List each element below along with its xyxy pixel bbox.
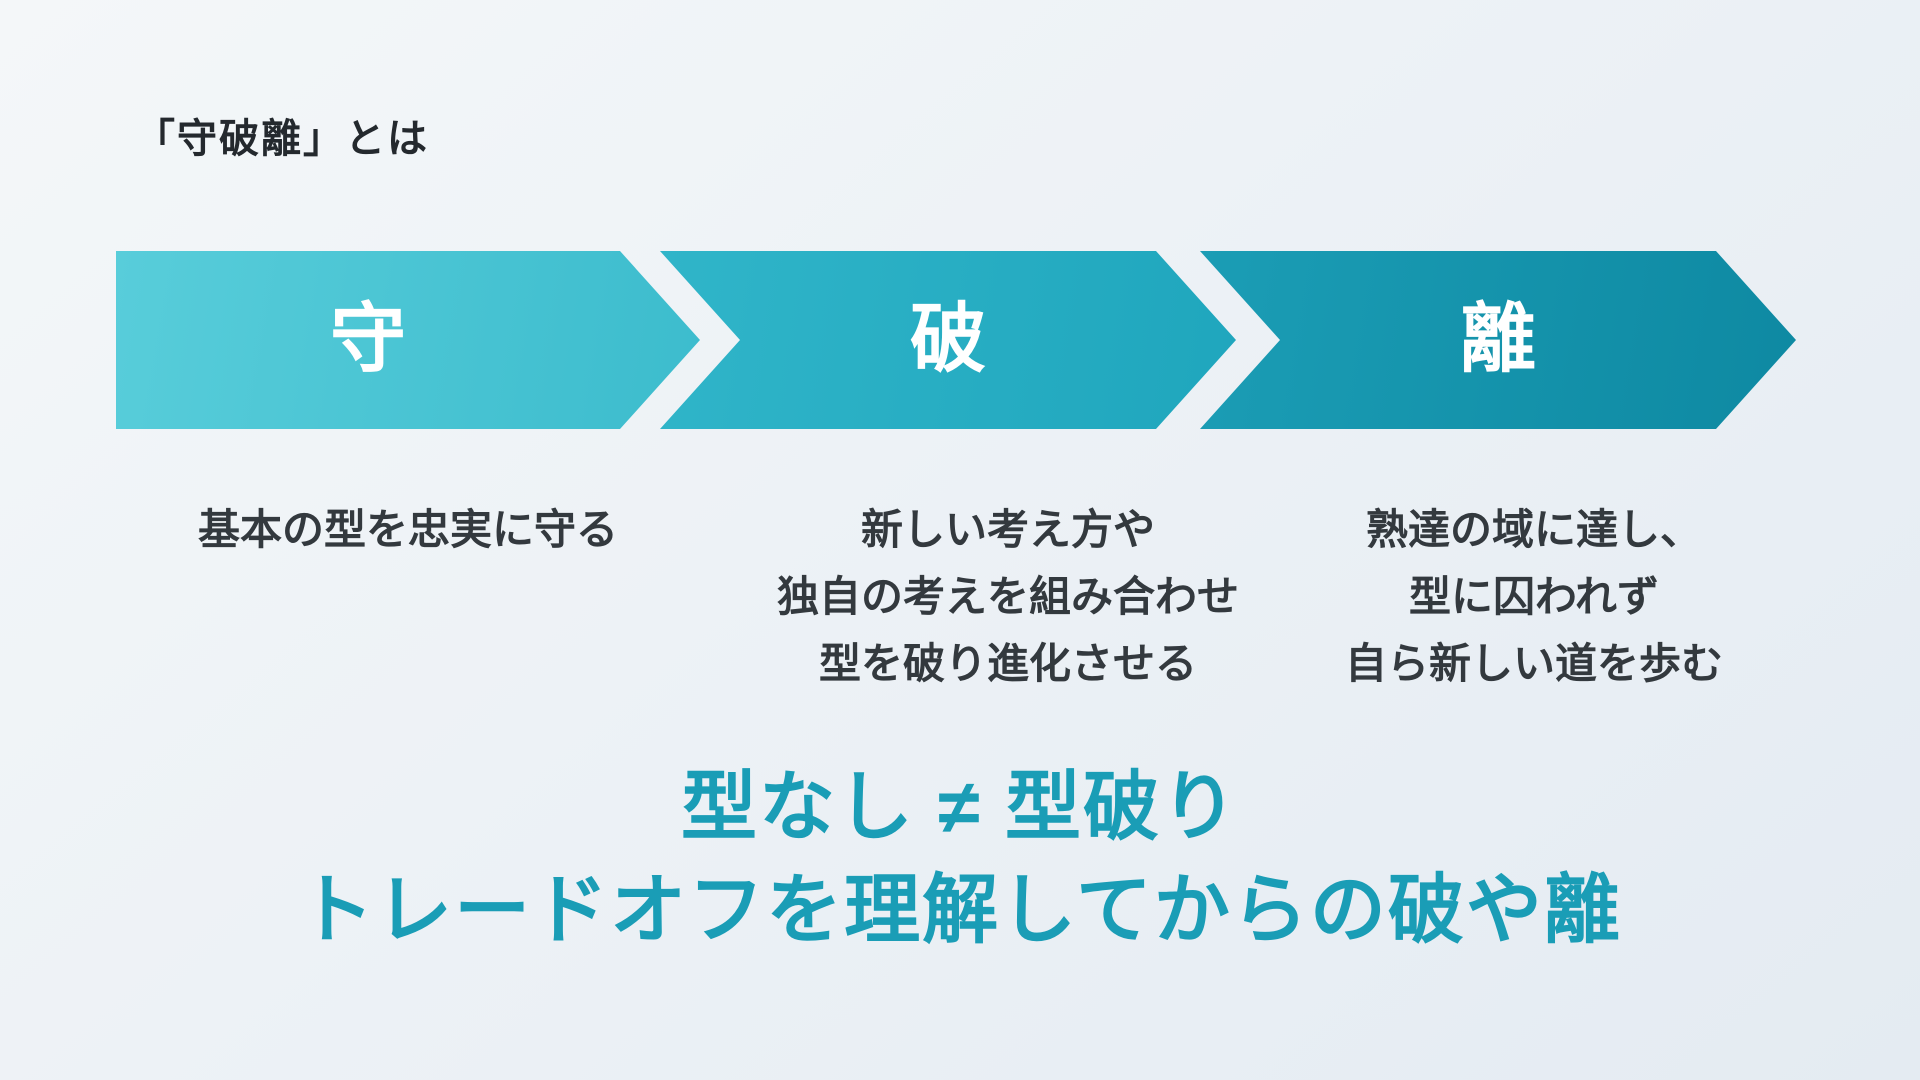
step-label-ha: 破 [910,297,986,382]
step-description-shu: 基本の型を忠実に守る [197,506,618,553]
step-description-ri: 熟達の域に達し、型に囚われず自ら新しい道を歩む [1344,506,1723,688]
step-label-shu: 守 [330,297,406,382]
step-arrow-shu: 守 [116,251,700,429]
step-description-ha: 新しい考え方や独自の考えを組み合わせ型を破り進化させる [776,506,1239,688]
step-arrow-ha: 破 [660,251,1236,429]
step-arrow-ri: 離 [1200,251,1796,429]
conclusion-line-2: トレードオフを理解してからの破や離 [298,868,1622,954]
step-label-ri: 離 [1460,297,1536,382]
conclusion: 型なし ≠ 型破り トレードオフを理解してからの破や離 [0,756,1920,963]
conclusion-line-1: 型なし ≠ 型破り [681,765,1239,850]
page-title: 「守破離」とは [135,117,429,161]
